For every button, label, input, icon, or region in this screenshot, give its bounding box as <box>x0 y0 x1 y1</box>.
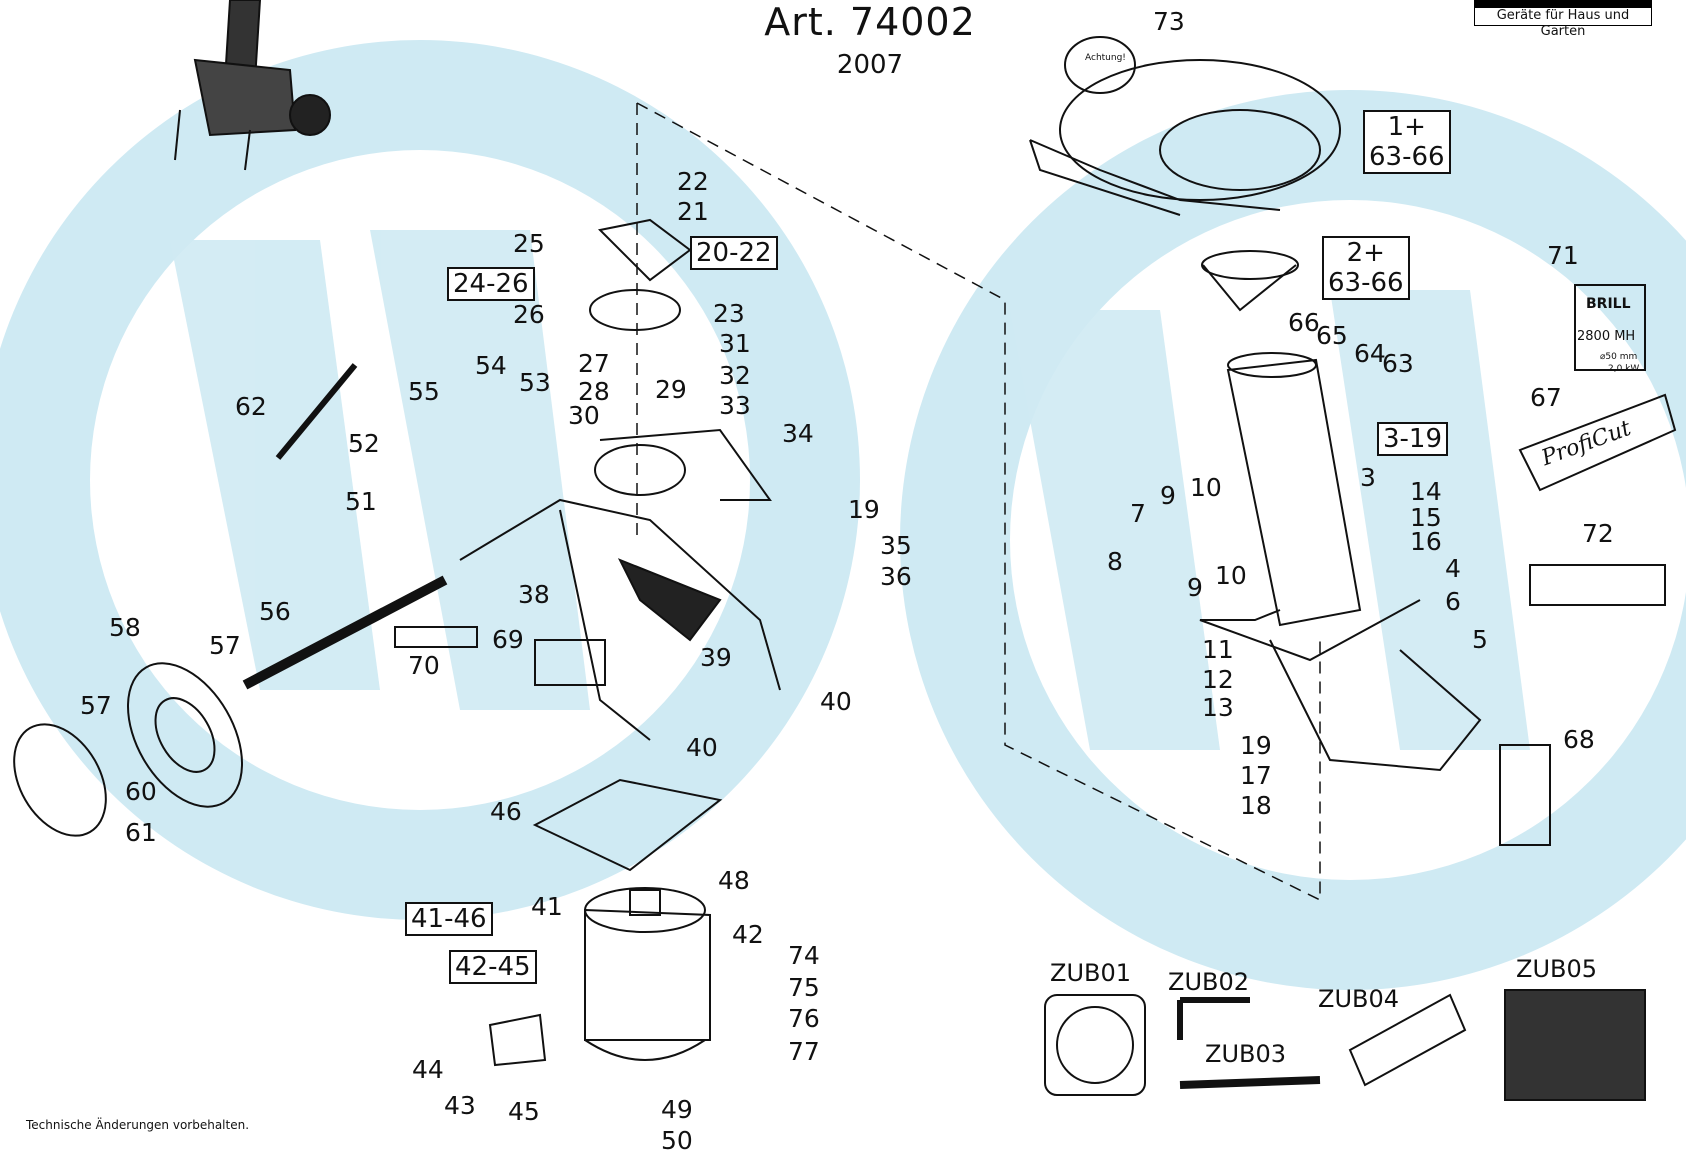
part-label: 65 <box>1316 321 1348 350</box>
part-label: 68 <box>1563 725 1595 754</box>
group-box-2-63-66: 2+ 63-66 <box>1322 236 1410 300</box>
part-label: 33 <box>719 391 751 420</box>
group-box-24-26: 24-26 <box>447 267 535 301</box>
part-label: 14 <box>1410 477 1442 506</box>
part-label: 28 <box>578 377 610 406</box>
part-label: 57 <box>209 631 241 660</box>
part-label: 40 <box>820 687 852 716</box>
part-label: 10 <box>1190 473 1222 502</box>
group-box-42-45: 42-45 <box>449 950 537 984</box>
part-label: 54 <box>475 351 507 380</box>
part-label: 71 <box>1547 241 1579 270</box>
part-label: 46 <box>490 797 522 826</box>
part-label: 72 <box>1582 519 1614 548</box>
part-label: 21 <box>677 197 709 226</box>
part-label: 42 <box>732 920 764 949</box>
part-label: 53 <box>519 368 551 397</box>
part-label: 4 <box>1445 554 1461 583</box>
part-label: 67 <box>1530 383 1562 412</box>
part-label: 27 <box>578 349 610 378</box>
part-label: 52 <box>348 429 380 458</box>
brill-logo-text: BRILL <box>1586 296 1631 312</box>
part-label: 12 <box>1202 665 1234 694</box>
model-text: 2800 MH <box>1577 329 1636 344</box>
part-label: 9 <box>1187 573 1203 602</box>
part-label: 31 <box>719 329 751 358</box>
group-box-3-19: 3-19 <box>1377 422 1449 456</box>
part-label: 17 <box>1240 761 1272 790</box>
part-label: 49 <box>661 1095 693 1124</box>
footnote: Technische Änderungen vorbehalten. <box>26 1118 250 1132</box>
accessory-label-zub02: ZUB02 <box>1168 968 1250 996</box>
part-label: 30 <box>568 401 600 430</box>
part-label: 70 <box>408 651 440 680</box>
part-label: 50 <box>661 1126 693 1155</box>
part-label: 13 <box>1202 693 1234 722</box>
part-label: 44 <box>412 1055 444 1084</box>
part-label: 55 <box>408 377 440 406</box>
part-label: 45 <box>508 1097 540 1126</box>
part-label: 69 <box>492 625 524 654</box>
part-label: 51 <box>345 487 377 516</box>
group-box-20-22: 20-22 <box>690 236 778 270</box>
part-label: 60 <box>125 777 157 806</box>
part-label: 58 <box>109 613 141 642</box>
part-label: 77 <box>788 1037 820 1066</box>
part-label: 29 <box>655 375 687 404</box>
part-label: 10 <box>1215 561 1247 590</box>
accessory-label-zub05: ZUB05 <box>1516 955 1598 983</box>
part-label: 26 <box>513 300 545 329</box>
brand-tagline: Geräte für Haus und Garten <box>1474 0 1652 39</box>
part-label: 62 <box>235 392 267 421</box>
part-label: 41 <box>531 892 563 921</box>
part-label: 43 <box>444 1091 476 1120</box>
part-label: 48 <box>718 866 750 895</box>
part-label: 25 <box>513 229 545 258</box>
part-label: 73 <box>1153 7 1185 36</box>
part-label: 22 <box>677 167 709 196</box>
accessory-label-zub01: ZUB01 <box>1050 959 1132 987</box>
part-label: 7 <box>1130 499 1146 528</box>
part-label: 38 <box>518 580 550 609</box>
part-label: 16 <box>1410 527 1442 556</box>
part-label: 19 <box>1240 731 1272 760</box>
part-label: 66 <box>1288 308 1320 337</box>
part-label: 76 <box>788 1004 820 1033</box>
part-label: 56 <box>259 597 291 626</box>
part-label: 6 <box>1445 587 1461 616</box>
part-label: 61 <box>125 818 157 847</box>
part-label: 15 <box>1410 503 1442 532</box>
part-label: 35 <box>880 531 912 560</box>
part-label: 63 <box>1382 349 1414 378</box>
accessory-label-zub03: ZUB03 <box>1205 1040 1287 1068</box>
part-label: 36 <box>880 562 912 591</box>
part-label: 32 <box>719 361 751 390</box>
part-label: 8 <box>1107 547 1123 576</box>
spec-power-text: 2,0 kW <box>1608 364 1640 374</box>
part-label: 64 <box>1354 339 1386 368</box>
part-label: 40 <box>686 733 718 762</box>
spec-diameter-text: ⌀50 mm <box>1600 352 1638 362</box>
part-label: 23 <box>713 299 745 328</box>
article-year: 2007 <box>836 50 904 80</box>
part-label: 39 <box>700 643 732 672</box>
part-label: 34 <box>782 419 814 448</box>
group-box-41-46: 41-46 <box>405 902 493 936</box>
warning-decal-text: Achtung! <box>1085 53 1126 63</box>
part-label: 74 <box>788 941 820 970</box>
group-box-1-63-66: 1+ 63-66 <box>1363 110 1451 174</box>
part-label: 57 <box>80 691 112 720</box>
part-label: 75 <box>788 973 820 1002</box>
part-label: 19 <box>848 495 880 524</box>
part-label: 9 <box>1160 481 1176 510</box>
part-label: 5 <box>1472 625 1488 654</box>
part-label: 11 <box>1202 635 1234 664</box>
article-title: Art. 74002 <box>764 0 976 44</box>
accessory-label-zub04: ZUB04 <box>1318 985 1400 1013</box>
part-label: 3 <box>1360 463 1376 492</box>
part-label: 18 <box>1240 791 1272 820</box>
